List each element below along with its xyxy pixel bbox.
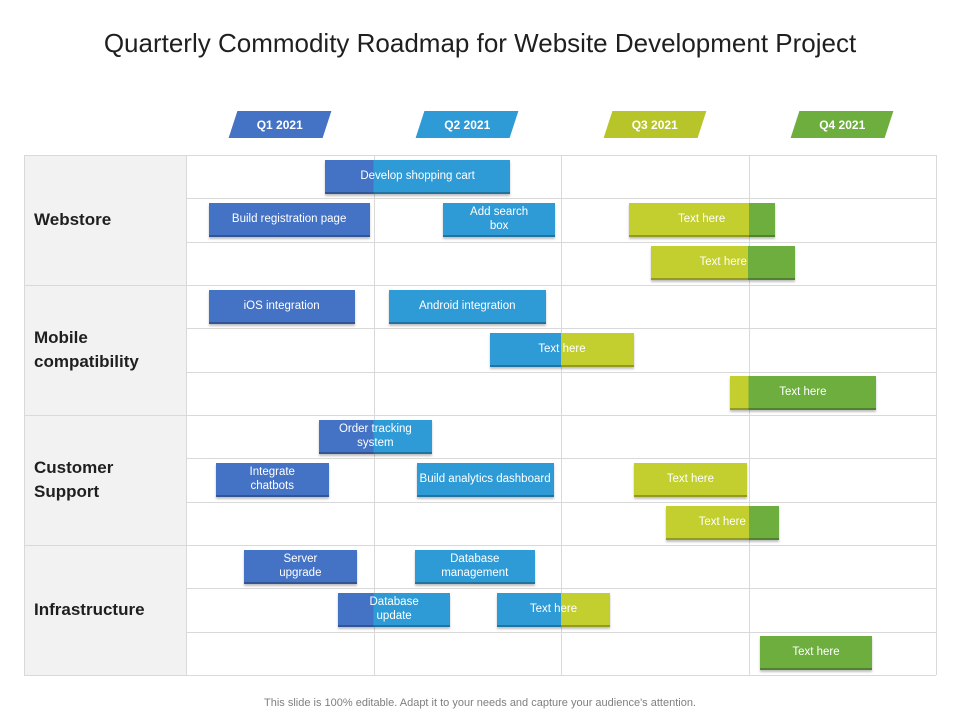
task-label: Develop shopping cart bbox=[360, 169, 475, 182]
grid-column-line bbox=[186, 155, 187, 675]
quarter-label: Q1 2021 bbox=[256, 117, 303, 132]
group-label-webstore: Webstore bbox=[24, 155, 186, 285]
task-bar-text-here[interactable]: Text here bbox=[489, 332, 635, 367]
grid-column-line bbox=[936, 155, 937, 675]
quarter-tag-4: Q4 2021 bbox=[790, 111, 894, 138]
task-label: Text here bbox=[677, 212, 726, 225]
task-bar-text-here[interactable]: Text here bbox=[759, 636, 873, 671]
task-label: Database management bbox=[441, 552, 509, 579]
task-bar-build-analytics-dashboard[interactable]: Build analytics dashboard bbox=[416, 462, 554, 497]
group-label-mobile-compatibility: Mobile compatibility bbox=[24, 284, 186, 415]
task-bar-add-search-box[interactable]: Add search box bbox=[442, 202, 556, 237]
task-label: Add search box bbox=[470, 205, 529, 232]
task-label: Text here bbox=[792, 646, 840, 659]
task-bar-text-here[interactable]: Text here bbox=[666, 506, 779, 541]
grid-column-line bbox=[561, 155, 562, 675]
task-label: Text here bbox=[538, 342, 586, 355]
task-bar-text-here[interactable]: Text here bbox=[651, 246, 796, 281]
task-label: Android integration bbox=[418, 299, 516, 312]
grid-row-line bbox=[24, 284, 936, 286]
task-label: Build registration page bbox=[231, 212, 347, 225]
grid-row-line bbox=[24, 155, 936, 156]
task-bar-ios-integration[interactable]: iOS integration bbox=[208, 289, 355, 324]
group-label-customer-support: Customer Support bbox=[24, 414, 186, 545]
task-label: Text here bbox=[698, 516, 746, 529]
task-bar-text-here[interactable]: Text here bbox=[729, 376, 876, 411]
task-label: Text here bbox=[779, 386, 827, 399]
grid-column-line bbox=[24, 155, 25, 675]
task-bar-text-here[interactable]: Text here bbox=[497, 592, 610, 627]
quarter-tag-3: Q3 2021 bbox=[603, 111, 707, 138]
task-label: iOS integration bbox=[243, 299, 320, 312]
task-label: Database update bbox=[369, 595, 419, 622]
grid-row-line bbox=[24, 674, 936, 676]
task-label: Text here bbox=[529, 602, 578, 615]
task-bar-build-registration-page[interactable]: Build registration page bbox=[208, 202, 370, 237]
grid-column-line bbox=[748, 155, 750, 675]
task-label: Text here bbox=[666, 472, 715, 485]
task-label: Text here bbox=[699, 256, 747, 269]
grid-row-line bbox=[24, 414, 936, 416]
quarter-label: Q4 2021 bbox=[819, 117, 866, 132]
footer-note: This slide is 100% editable. Adapt it to… bbox=[264, 697, 696, 709]
task-label: Order tracking system bbox=[338, 422, 412, 449]
group-label-infrastructure: Infrastructure bbox=[24, 544, 186, 675]
task-label: Server upgrade bbox=[279, 552, 322, 579]
grid-column-line bbox=[373, 155, 375, 675]
task-bar-order-tracking-system[interactable]: Order tracking system bbox=[319, 419, 432, 454]
grid-row-line bbox=[24, 544, 936, 546]
task-label: Integrate chatbots bbox=[249, 465, 295, 492]
page-title: Quarterly Commodity Roadmap for Website … bbox=[103, 28, 857, 58]
quarter-label: Q2 2021 bbox=[444, 117, 491, 132]
task-bar-database-management[interactable]: Database management bbox=[414, 549, 535, 584]
task-bar-database-update[interactable]: Database update bbox=[337, 592, 451, 627]
task-bar-text-here[interactable]: Text here bbox=[634, 462, 747, 497]
quarter-tag-1: Q1 2021 bbox=[228, 111, 332, 138]
task-bar-integrate-chatbots[interactable]: Integrate chatbots bbox=[216, 462, 329, 497]
task-bar-android-integration[interactable]: Android integration bbox=[388, 289, 546, 324]
task-label: Build analytics dashboard bbox=[419, 472, 551, 485]
task-bar-text-here[interactable]: Text here bbox=[628, 202, 775, 237]
task-bar-develop-shopping-cart[interactable]: Develop shopping cart bbox=[324, 159, 511, 194]
quarter-tag-2: Q2 2021 bbox=[415, 111, 519, 138]
quarter-label: Q3 2021 bbox=[631, 117, 678, 132]
task-bar-server-upgrade[interactable]: Server upgrade bbox=[244, 549, 357, 584]
